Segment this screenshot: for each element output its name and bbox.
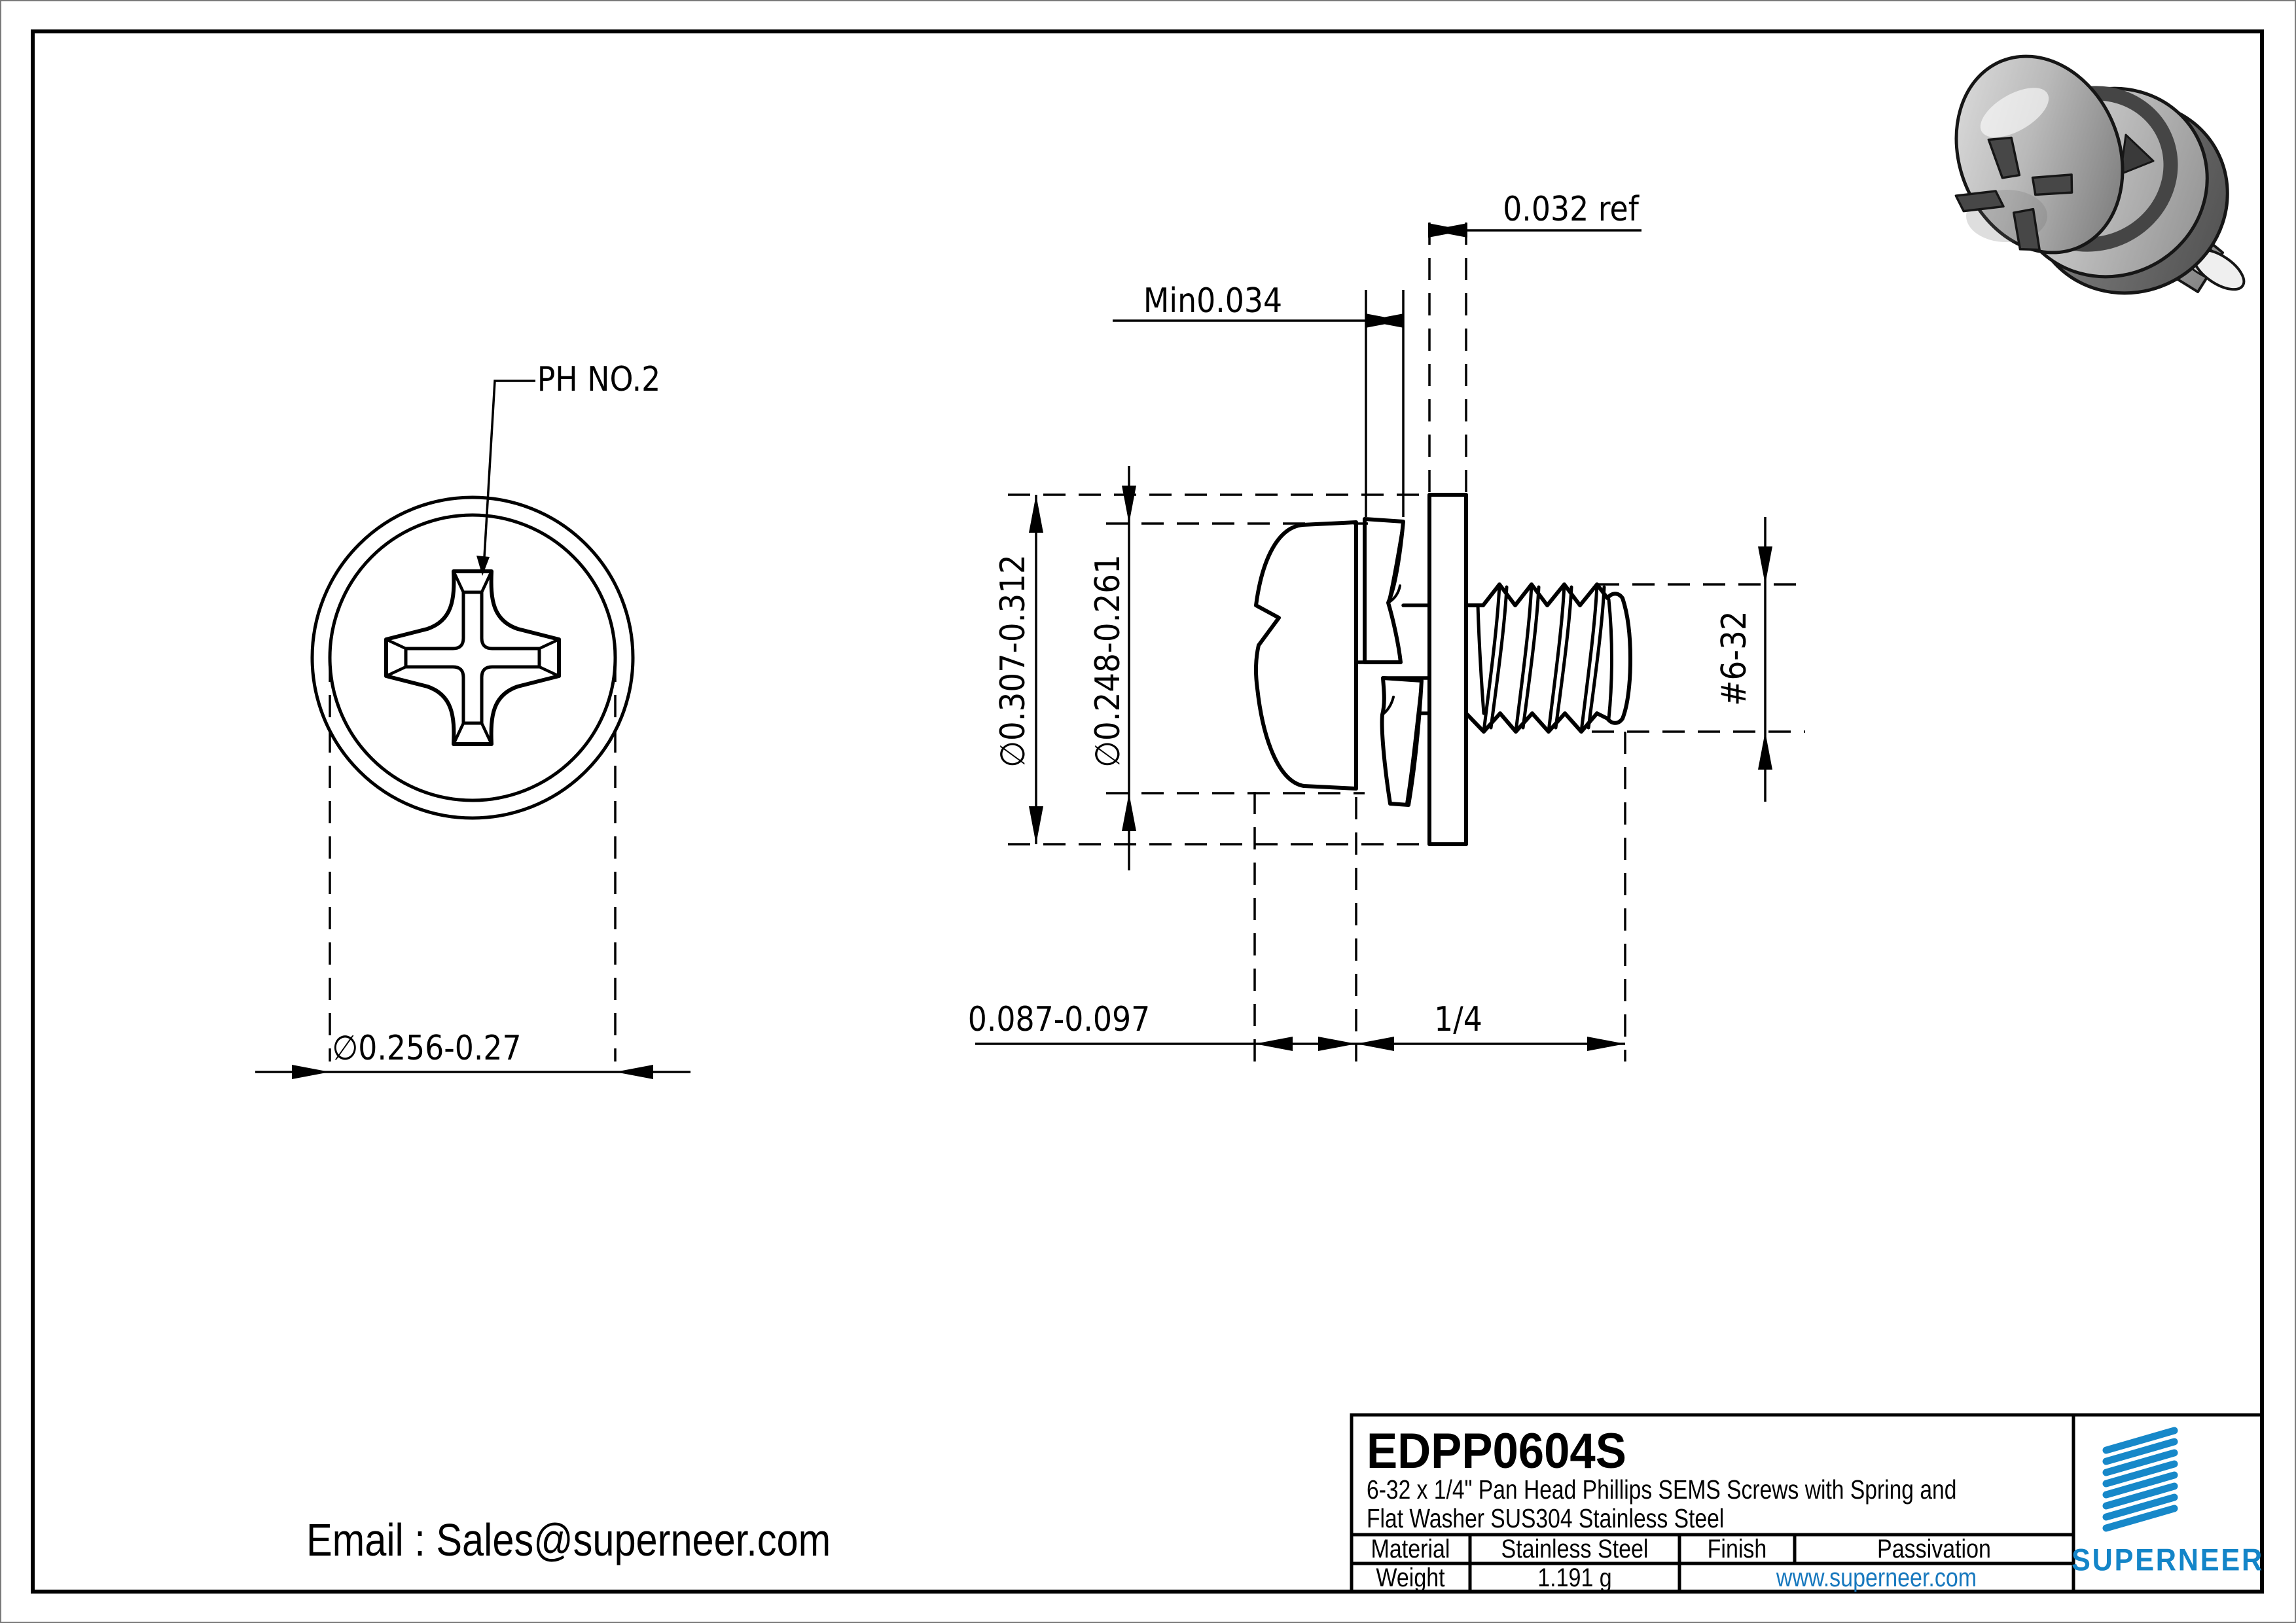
- head-outer-circle: [310, 495, 635, 820]
- sales-email: Email : Sales@superneer.com: [306, 1514, 831, 1565]
- ph-leader: [476, 380, 535, 576]
- render-highlight: [1980, 88, 2049, 137]
- spring-lower-face-line: [1381, 679, 1423, 805]
- washer-od-label: ∅0.307-0.312: [994, 554, 1033, 768]
- thread-size-label: #6-32: [1715, 611, 1754, 706]
- pan-head-profile: [1253, 520, 1358, 791]
- description-line1: 6-32 x 1/4" Pan Head Phillips SEMS Screw…: [1367, 1474, 1957, 1505]
- sheet-border: [31, 29, 2264, 1594]
- spring-edge-lines: [1354, 603, 1431, 715]
- front-view: [310, 495, 635, 820]
- part-number: EDPP0604S: [1367, 1423, 1626, 1479]
- spring-washer-thickness-label: Min0.034: [1143, 281, 1283, 321]
- dimension-arrowheads: [292, 223, 1772, 1079]
- leader-arrowhead: [476, 556, 490, 576]
- flat-washer-profile: [1427, 493, 1468, 846]
- thread-profile: [1464, 582, 1632, 734]
- finish-value: Passivation: [1877, 1535, 1991, 1563]
- phillips-cross-inner: [404, 590, 541, 725]
- head-diameter-label: ∅0.256-0.27: [332, 1029, 522, 1068]
- spring-extension-lines: [1365, 290, 1405, 517]
- brand-wordmark: SUPERNEER: [2072, 1542, 2264, 1577]
- material-value: Stainless Steel: [1501, 1535, 1649, 1563]
- description-line2: Flat Washer SUS304 Stainless Steel: [1367, 1503, 1725, 1533]
- phillips-cross-outer: [384, 569, 561, 746]
- screw-3d-render: [1954, 54, 2246, 295]
- superneer-logo-icon: [2102, 1427, 2178, 1532]
- thread-flank-lines: [1476, 582, 1613, 734]
- thread-length-label: 1/4: [1434, 1000, 1482, 1039]
- spring-od-label: ∅0.248-0.261: [1088, 554, 1128, 768]
- extension-lines: [329, 223, 1805, 1061]
- head-height-label: 0.087-0.097: [967, 1000, 1151, 1039]
- head-inner-circle: [328, 513, 617, 802]
- weight-value: 1.191 g: [1537, 1563, 1612, 1592]
- render-phillips-cross: [1954, 136, 2073, 251]
- weight-label: Weight: [1376, 1563, 1445, 1592]
- spring-upper-face-line: [1387, 520, 1405, 604]
- ph-recess-label: PH NO.2: [537, 360, 661, 399]
- title-block-lines: [1350, 1413, 2264, 1594]
- render-spring-gap: [2119, 134, 2155, 175]
- finish-label: Finish: [1707, 1535, 1767, 1563]
- website-link: www.superneer.com: [1776, 1563, 1977, 1592]
- material-label: Material: [1371, 1535, 1450, 1563]
- phillips-bevel-lines: [386, 571, 560, 745]
- side-view: [1253, 493, 1632, 846]
- flat-washer-thickness-label: 0.032 ref: [1503, 190, 1639, 229]
